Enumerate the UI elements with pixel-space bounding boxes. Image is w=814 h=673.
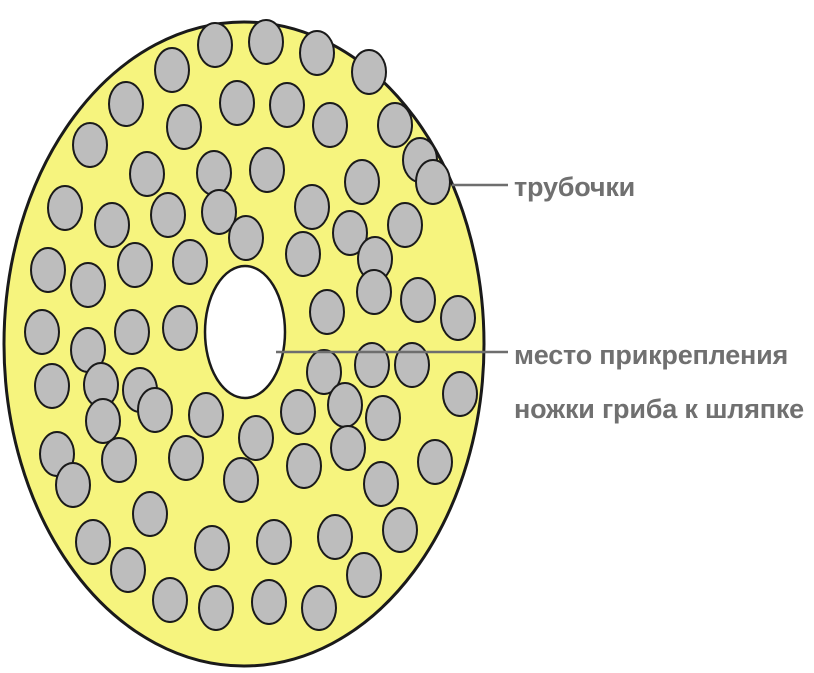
tube-opening xyxy=(355,343,389,387)
tubes-label: трубочки xyxy=(514,172,635,202)
tube-opening xyxy=(300,31,334,75)
tube-opening xyxy=(199,586,233,630)
tube-opening xyxy=(35,364,69,408)
tube-opening xyxy=(167,105,201,149)
tube-opening xyxy=(302,586,336,630)
tube-opening xyxy=(86,399,120,443)
tube-opening xyxy=(73,123,107,167)
attachment-label-line2: ножки гриба к шляпке xyxy=(514,394,804,424)
tube-opening xyxy=(130,152,164,196)
tube-opening xyxy=(310,290,344,334)
tube-opening xyxy=(31,248,65,292)
tube-opening xyxy=(173,240,207,284)
tube-opening xyxy=(295,185,329,229)
tube-opening xyxy=(76,520,110,564)
tube-opening xyxy=(118,243,152,287)
tube-opening xyxy=(133,492,167,536)
tube-opening xyxy=(197,151,231,195)
tube-opening xyxy=(388,203,422,247)
tube-opening xyxy=(198,23,232,67)
tube-opening xyxy=(163,306,197,350)
stem-attachment-hole xyxy=(205,266,285,398)
tube-opening xyxy=(239,416,273,460)
tube-opening xyxy=(347,553,381,597)
tube-opening xyxy=(416,160,450,204)
tube-opening xyxy=(441,296,475,340)
tube-opening xyxy=(257,520,291,564)
tube-opening xyxy=(352,50,386,94)
tube-opening xyxy=(195,526,229,570)
tube-opening xyxy=(48,186,82,230)
tube-opening xyxy=(395,343,429,387)
tube-opening xyxy=(115,310,149,354)
tube-opening xyxy=(443,372,477,416)
tube-opening xyxy=(95,203,129,247)
tube-opening xyxy=(364,462,398,506)
tube-opening xyxy=(318,515,352,559)
tube-opening xyxy=(357,270,391,314)
tube-opening xyxy=(366,396,400,440)
tube-opening xyxy=(224,458,258,502)
tube-opening xyxy=(313,103,347,147)
tube-opening xyxy=(249,20,283,64)
tube-opening xyxy=(401,278,435,322)
tube-opening xyxy=(229,216,263,260)
tube-opening xyxy=(169,436,203,480)
attachment-label-line1: место прикрепления xyxy=(514,340,788,370)
tube-opening xyxy=(286,232,320,276)
tube-opening xyxy=(151,193,185,237)
tube-opening xyxy=(250,148,284,192)
tube-opening xyxy=(25,310,59,354)
tube-opening xyxy=(71,263,105,307)
tube-opening xyxy=(345,160,379,204)
tube-opening xyxy=(383,508,417,552)
tube-opening xyxy=(155,48,189,92)
tube-opening xyxy=(56,463,90,507)
tube-opening xyxy=(252,580,286,624)
tube-opening xyxy=(220,81,254,125)
tube-opening xyxy=(331,426,365,470)
tube-opening xyxy=(109,82,143,126)
tube-opening xyxy=(153,578,187,622)
tube-opening xyxy=(102,438,136,482)
tube-opening xyxy=(281,390,315,434)
tube-opening xyxy=(138,388,172,432)
tube-opening xyxy=(378,103,412,147)
tube-opening xyxy=(270,83,304,127)
tube-opening xyxy=(418,440,452,484)
tube-opening xyxy=(287,444,321,488)
tube-opening xyxy=(189,393,223,437)
tube-opening xyxy=(111,548,145,592)
tube-opening xyxy=(328,383,362,427)
